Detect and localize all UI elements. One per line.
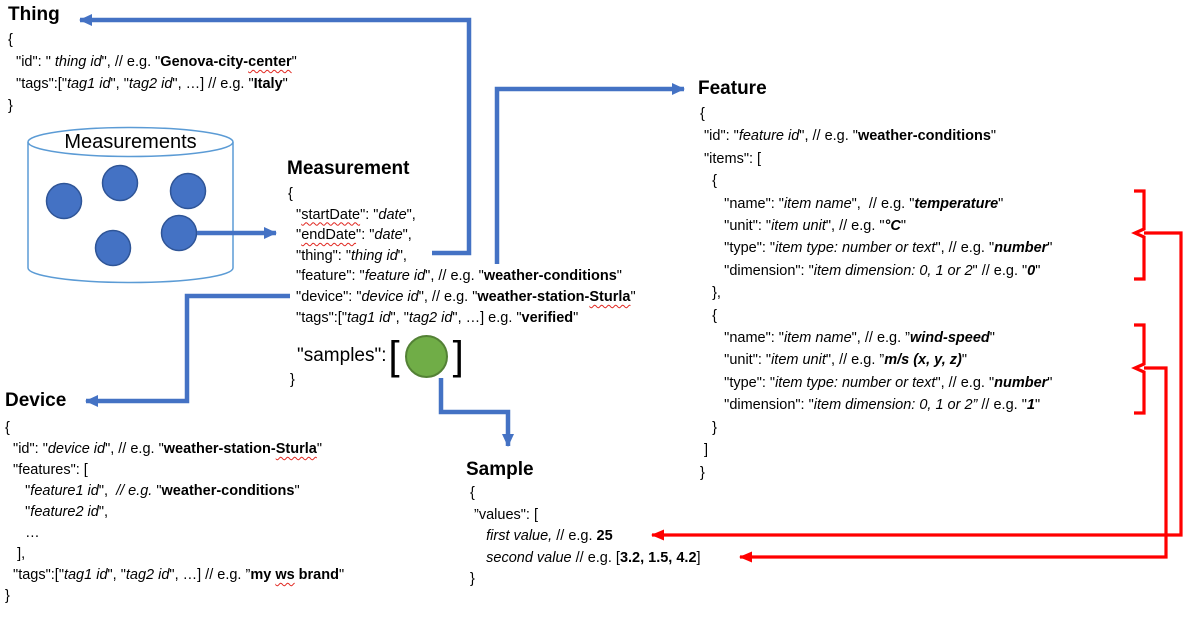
code-line: "unit": "item unit", // e.g. ”m/s (x, y,… bbox=[700, 352, 968, 369]
samples-label: "samples": bbox=[297, 345, 387, 366]
samples-row: "samples": [ ] bbox=[297, 333, 466, 379]
code-line: "dimension": "item dimension: 0, 1 or 2"… bbox=[700, 262, 1041, 279]
feature-title: Feature bbox=[698, 78, 767, 99]
code-line: { bbox=[700, 173, 717, 190]
code-line: "thing": "thing id", bbox=[288, 247, 407, 264]
measurement-code-block: { "startDate": "date", "endDate": "date"… bbox=[288, 184, 636, 328]
code-line: { bbox=[700, 307, 717, 324]
code-line: "id": " thing id", // e.g. "Genova-city-… bbox=[8, 54, 297, 70]
code-line: "feature2 id", bbox=[5, 504, 109, 520]
code-line: "startDate": "date", bbox=[288, 206, 416, 223]
thing-title: Thing bbox=[8, 4, 60, 25]
bracket-item1 bbox=[1131, 189, 1146, 281]
thing-code-block: { "id": " thing id", // e.g. "Genova-cit… bbox=[8, 29, 297, 117]
code-line: "tags":["tag1 id", "tag2 id", …] // e.g.… bbox=[8, 76, 288, 92]
code-line: "type": "item type: number or text", // … bbox=[700, 240, 1053, 257]
measurement-dot bbox=[45, 182, 83, 220]
arrow-device-id-to-device bbox=[85, 293, 290, 407]
code-line: "tags":["tag1 id", "tag2 id", …] e.g. "v… bbox=[288, 309, 579, 326]
code-line: "type": "item type: number or text", // … bbox=[700, 374, 1053, 391]
samples-close-bracket: ] bbox=[452, 334, 464, 378]
code-line: "device": "device id", // e.g. "weather-… bbox=[288, 288, 636, 305]
code-line: "id": "device id", // e.g. "weather-stat… bbox=[5, 441, 322, 457]
measurement-title: Measurement bbox=[287, 158, 410, 179]
code-line: "feature1 id", // e.g. "weather-conditio… bbox=[5, 483, 300, 499]
code-line: "features": [ bbox=[5, 462, 88, 478]
arrow-item2-to-second-value bbox=[739, 366, 1168, 563]
code-line: { bbox=[288, 186, 293, 202]
code-line: } bbox=[470, 571, 475, 587]
device-code-block: { "id": "device id", // e.g. "weather-st… bbox=[5, 418, 344, 607]
measurement-dot bbox=[94, 229, 132, 267]
code-line: "tags":["tag1 id", "tag2 id", …] // e.g.… bbox=[5, 567, 345, 583]
cylinder-label: Measurements bbox=[64, 131, 197, 153]
code-line: { bbox=[470, 485, 475, 501]
code-line: … bbox=[5, 525, 40, 541]
code-line: "name": "item name", // e.g. ”wind-speed… bbox=[700, 330, 995, 347]
code-line: }, bbox=[700, 285, 721, 302]
arrow-item1-to-first-value bbox=[651, 231, 1183, 541]
code-line: "name": "item name", // e.g. "temperatur… bbox=[700, 195, 1004, 212]
code-line: { bbox=[8, 32, 13, 48]
samples-open-bracket: [ bbox=[388, 334, 400, 378]
code-line: { bbox=[700, 106, 705, 122]
feature-code-block: { "id": "feature id", // e.g. "weather-c… bbox=[700, 103, 1052, 484]
measurement-dot bbox=[160, 214, 198, 252]
code-line: "feature": "feature id", // e.g. "weathe… bbox=[288, 268, 622, 285]
measurement-dot bbox=[101, 164, 139, 202]
sample-title: Sample bbox=[466, 459, 534, 480]
sample-circle-icon bbox=[404, 334, 448, 378]
code-line: ”values": [ bbox=[470, 506, 539, 523]
device-title: Device bbox=[5, 390, 67, 411]
code-line: "unit": "item unit", // e.g. "°C" bbox=[700, 218, 906, 235]
bracket-item2 bbox=[1131, 323, 1146, 415]
code-line: ] bbox=[700, 442, 709, 459]
measurement-dot bbox=[169, 172, 207, 210]
code-line: "id": "feature id", // e.g. "weather-con… bbox=[700, 128, 997, 145]
code-line: } bbox=[700, 419, 717, 436]
code-line: "endDate": "date", bbox=[288, 227, 412, 244]
code-line: second value // e.g. [3.2, 1.5, 4.2] bbox=[486, 549, 701, 566]
code-line: } bbox=[8, 98, 13, 114]
arrow-feature-id-to-feature bbox=[494, 83, 685, 264]
code-line: "items": [ bbox=[700, 150, 762, 167]
code-line: { bbox=[5, 420, 10, 436]
measurement-close-brace: } bbox=[290, 372, 295, 388]
measurements-cylinder bbox=[27, 126, 234, 284]
code-line: } bbox=[700, 464, 705, 481]
cylinder-top bbox=[27, 126, 234, 158]
code-line: first value, // e.g. 25 bbox=[486, 528, 613, 544]
code-line: } bbox=[5, 588, 10, 604]
code-line: ], bbox=[5, 546, 26, 562]
arrow-samples-to-sample bbox=[438, 378, 514, 447]
sample-code-block: { ”values": [ first value, // e.g. 25 se… bbox=[470, 483, 701, 591]
arrow-thing-id-to-thing bbox=[79, 14, 472, 256]
code-line: "dimension": "item dimension: 0, 1 or 2”… bbox=[700, 397, 1041, 414]
